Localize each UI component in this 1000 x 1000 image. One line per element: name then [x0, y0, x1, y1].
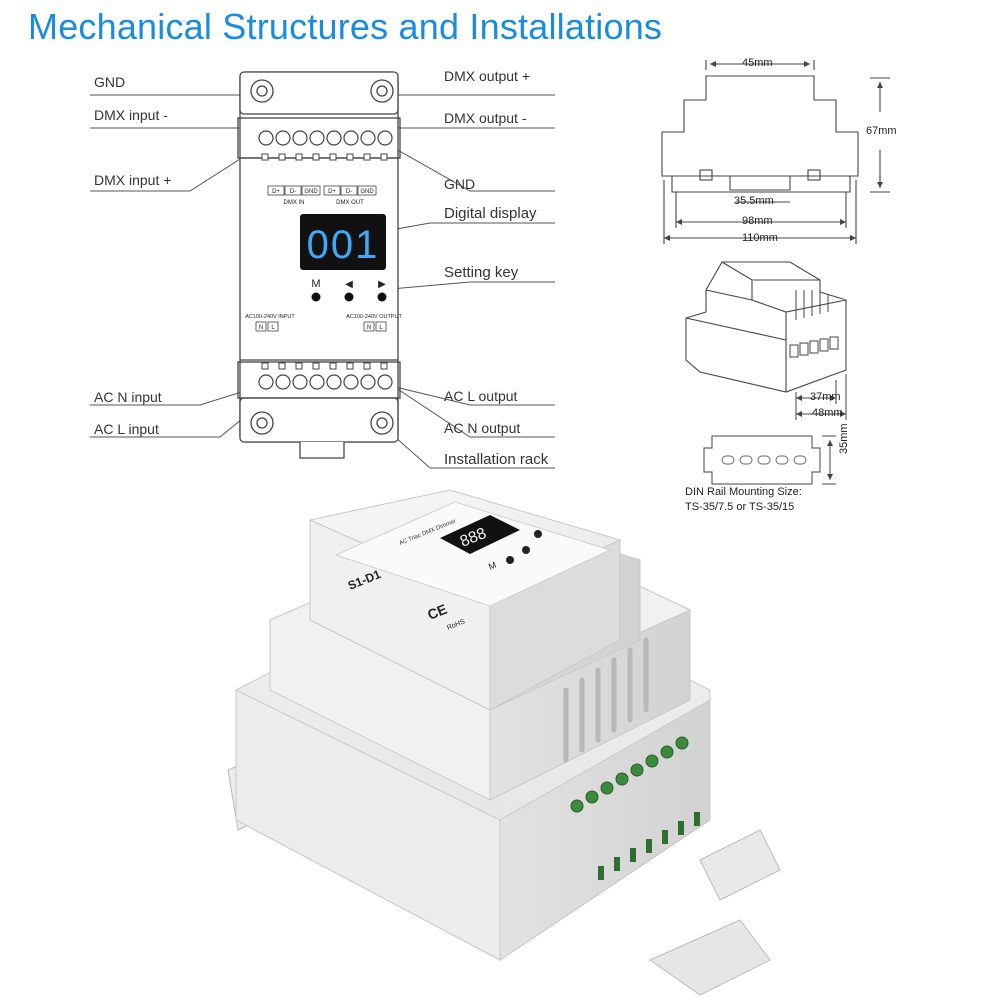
callout-ac-n-input: AC N input [94, 389, 162, 405]
input-l: L [271, 325, 275, 331]
key-right-label: ▶ [378, 279, 386, 290]
callout-digital-display: Digital display [444, 205, 537, 222]
output-block-label: AC100-240V OUTPUT [346, 314, 402, 320]
dim-width-top: 45mm [742, 57, 773, 69]
input-block-label: AC100-240V INPUT [245, 314, 295, 320]
output-n: N [367, 325, 371, 331]
page-title: Mechanical Structures and Installations [28, 6, 663, 47]
bottom-terminal-row [258, 374, 393, 390]
terminal-label-3: GND [304, 189, 318, 195]
callout-dmx-input-minus: DMX input - [94, 107, 168, 123]
dim-depth-b: 48mm [812, 407, 843, 419]
callout-gnd-right: GND [444, 176, 476, 192]
dim-height: 67mm [866, 125, 897, 137]
input-n: N [259, 325, 263, 331]
callout-ac-l-output: AC L output [444, 388, 518, 404]
dmx-out-label: DMX OUT [336, 200, 364, 206]
terminal-label-1: D+ [272, 189, 280, 195]
dmx-in-label: DMX IN [284, 200, 305, 206]
callout-gnd-left: GND [94, 74, 126, 90]
product-key-m: M [487, 560, 498, 572]
display-value: 001 [307, 223, 380, 267]
product-ce: CE [425, 601, 449, 623]
terminal-label-5: D- [346, 189, 352, 195]
din-note-line2: TS-35/7.5 or TS-35/15 [685, 501, 795, 513]
dim-depth-a: 37mm [810, 391, 841, 403]
dim-total: 110mm [742, 232, 778, 244]
dim-mid: 98mm [742, 215, 773, 227]
din-note-line1: DIN Rail Mounting Size: [685, 486, 802, 498]
key-m-label: M [311, 278, 320, 290]
callout-dmx-output-plus: DMX output + [444, 68, 530, 84]
callout-ac-l-input: AC L input [94, 421, 159, 437]
terminal-label-2: D- [290, 189, 296, 195]
callout-installation-rack: Installation rack [444, 451, 549, 468]
digital-display [300, 214, 386, 270]
key-left-label: ◀ [345, 279, 353, 290]
top-terminal-row [258, 130, 393, 146]
callout-ac-n-output: AC N output [444, 420, 521, 436]
callout-dmx-input-plus: DMX input + [94, 172, 172, 188]
callout-dmx-output-minus: DMX output - [444, 110, 527, 126]
top-terminal-slots [261, 153, 388, 161]
key-m-button [311, 292, 321, 302]
bottom-terminal-slots [261, 362, 388, 370]
dim-inner: 35.5mm [734, 195, 774, 207]
key-left-button [344, 292, 354, 302]
output-l: L [379, 325, 383, 331]
din-note: DIN Rail Mounting Size: TS-35/7.5 or TS-… [685, 485, 802, 515]
callout-setting-key: Setting key [444, 264, 519, 281]
terminal-label-6: GND [360, 189, 374, 195]
terminal-label-4: D+ [328, 189, 336, 195]
key-right-button [377, 292, 387, 302]
